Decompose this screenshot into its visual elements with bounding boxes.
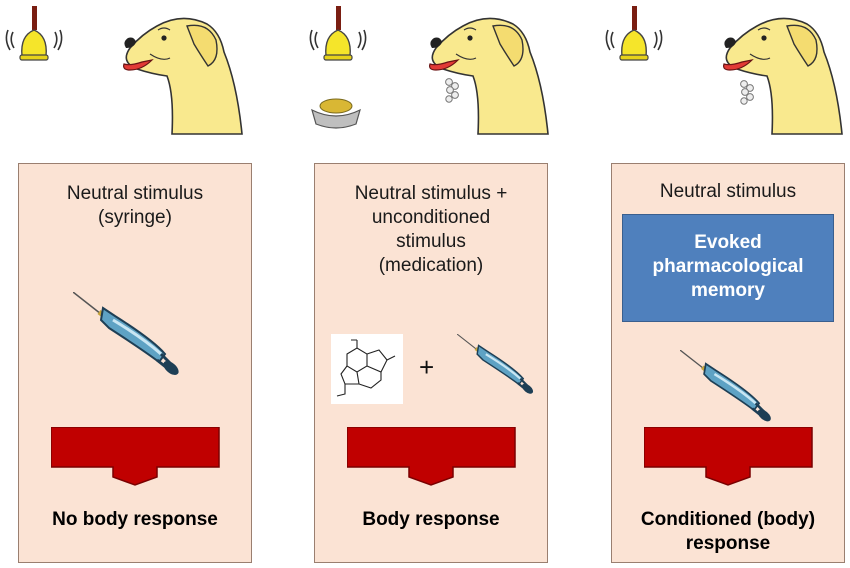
panel-title: Neutral stimulus	[659, 181, 797, 202]
panel-title: Neutral stimulus (syringe)	[66, 183, 204, 228]
bell-icon	[605, 6, 663, 61]
medication-molecule-icon	[331, 334, 403, 404]
panel-neutral-plus-unconditioned: Neutral stimulus + unconditioned stimulu…	[314, 163, 548, 563]
saliva-icon	[740, 80, 754, 105]
response-label: Conditioned (body) response	[640, 509, 816, 554]
syringe-icon	[680, 350, 780, 428]
scene-3	[600, 0, 850, 135]
bell-icon	[309, 6, 367, 61]
syringe-icon	[73, 292, 185, 382]
dog-icon	[122, 17, 243, 135]
red-arrow	[644, 427, 813, 486]
food-bowl-icon	[311, 98, 361, 129]
scene-1	[0, 0, 260, 135]
dog-icon	[428, 17, 549, 135]
red-arrow	[51, 427, 220, 486]
panel-title: Neutral stimulus + unconditioned stimulu…	[354, 183, 508, 276]
panel-neutral-stimulus: Neutral stimulus (syringe) No body respo…	[18, 163, 252, 563]
response-label: Body response	[362, 509, 500, 530]
response-label: No body response	[52, 509, 218, 530]
evoked-memory-box: Evoked pharmacological memory	[622, 214, 834, 322]
scene-2	[300, 0, 560, 135]
saliva-icon	[445, 78, 459, 103]
plus-sign: +	[419, 352, 435, 382]
bell-icon	[5, 6, 63, 61]
dog-icon	[722, 17, 843, 135]
red-arrow	[347, 427, 516, 486]
panel-conditioned: Neutral stimulus Evoked pharmacological …	[611, 163, 845, 563]
syringe-icon	[457, 334, 537, 398]
